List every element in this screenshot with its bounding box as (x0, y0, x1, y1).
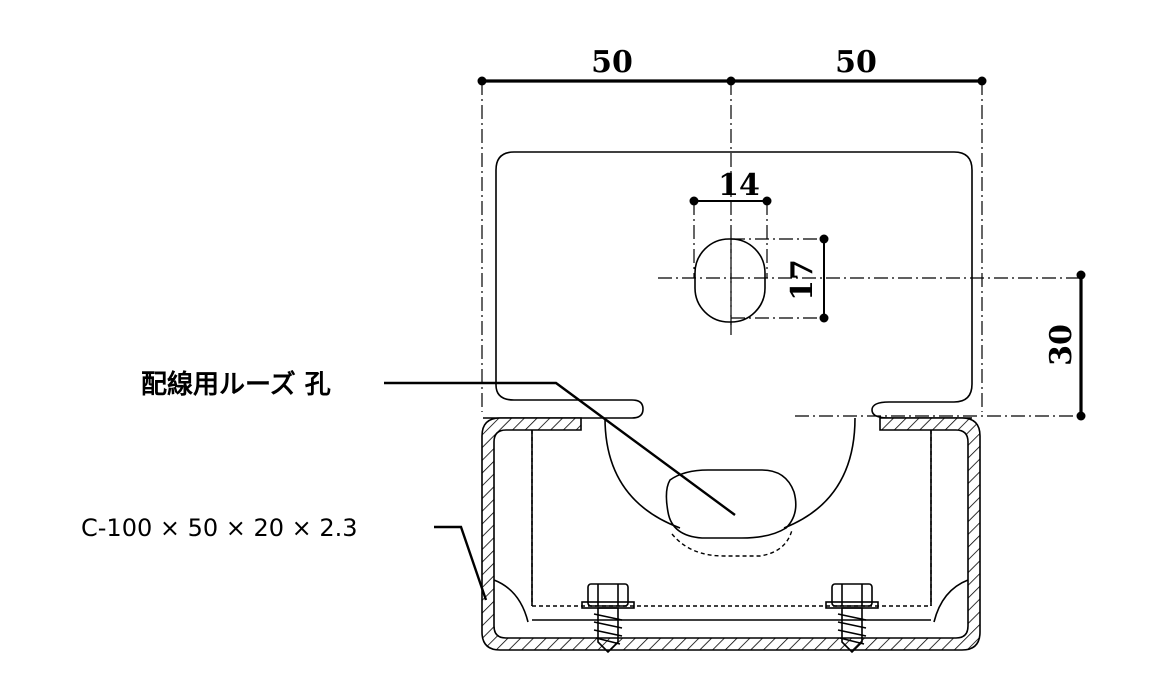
dimension-top-right: 50 (835, 45, 877, 80)
self-drilling-screw-left (581, 583, 635, 654)
leader-wire-hole (384, 381, 736, 516)
hole-height-dimension: 17 (731, 234, 829, 323)
c-channel-section (481, 417, 981, 651)
wire-hole-label: 配線用ルーズ 孔 (141, 369, 331, 400)
oblong-hole (658, 238, 1082, 325)
dimension-hole-width: 14 (718, 168, 760, 203)
dimension-top-left: 50 (591, 45, 633, 80)
bracket-plate-outline (483, 151, 973, 419)
right-dimension: 30 (795, 270, 1086, 421)
dimension-right-offset: 30 (1044, 324, 1079, 366)
top-dimension: 50 50 (477, 45, 987, 412)
wire-cutout (531, 417, 932, 607)
hole-width-dimension: 14 (689, 168, 772, 278)
self-drilling-screw-right (825, 583, 879, 654)
channel-spec-label: C-100 × 50 × 20 × 2.3 (81, 514, 358, 542)
leader-channel-spec (434, 525, 488, 601)
dimension-hole-height: 17 (785, 259, 820, 301)
